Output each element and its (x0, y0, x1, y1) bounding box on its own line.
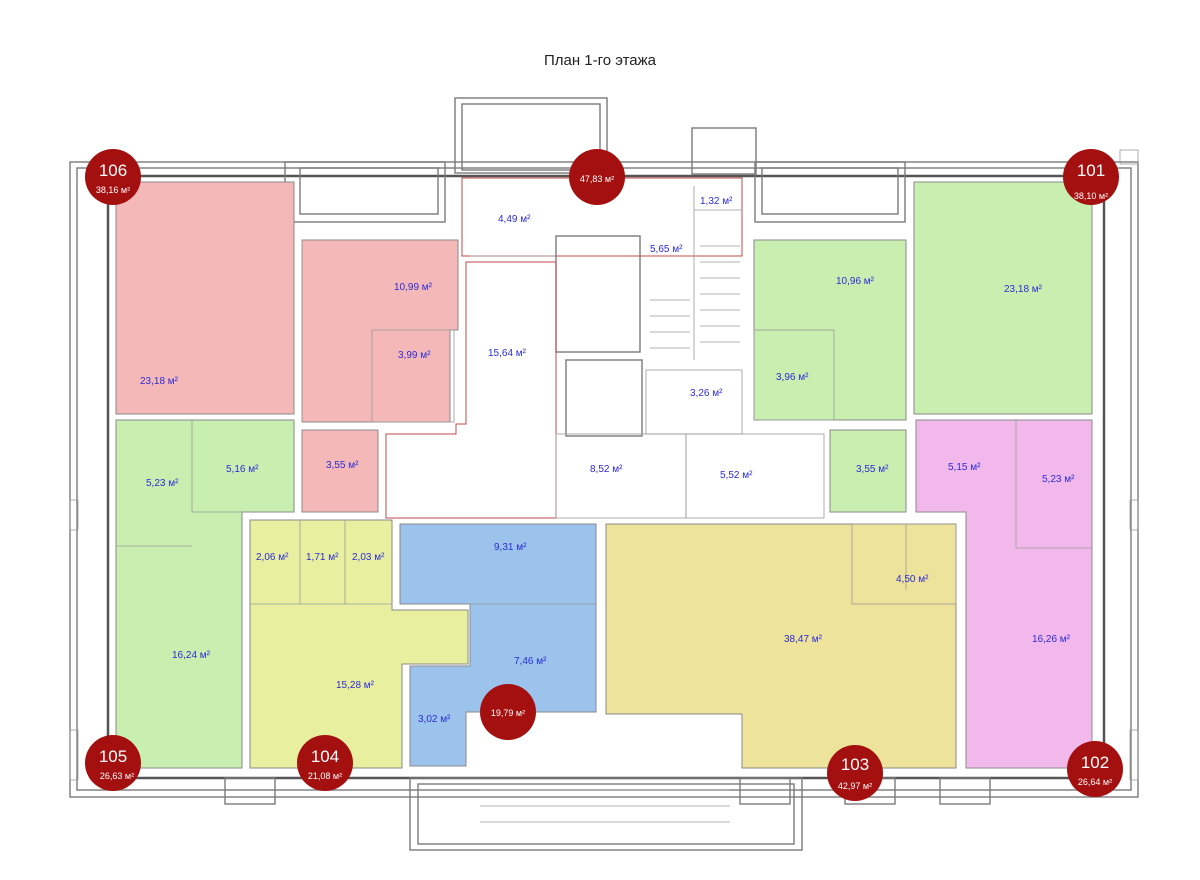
area-label: 5,23 м² (146, 478, 179, 489)
area-label: 3,96 м² (776, 372, 809, 383)
area-label: 23,18 м² (140, 376, 179, 387)
area-label: 5,15 м² (948, 462, 981, 473)
badge-circle (480, 684, 536, 740)
area-label: 4,50 м² (896, 574, 929, 585)
room-106-kitchen (301, 239, 459, 423)
badge-number: 102 (1081, 753, 1109, 772)
badge-number: 101 (1077, 161, 1105, 180)
area-label: 3,99 м² (398, 350, 431, 361)
area-label: 3,55 м² (326, 460, 359, 471)
area-label: 3,02 м² (418, 714, 451, 725)
badge-circle (1067, 741, 1123, 797)
room-103 (605, 523, 957, 769)
apartment-103 (605, 523, 957, 769)
badge-circle (85, 149, 141, 205)
badge-common: 47,83 м² (569, 149, 625, 205)
room-101-main (913, 181, 1093, 415)
area-label: 16,26 м² (1032, 634, 1071, 645)
badge-104: 104 21,08 м² (297, 735, 353, 791)
area-label: 10,99 м² (394, 282, 433, 293)
badge-area: 19,79 м² (491, 708, 525, 718)
badge-106: 106 38,16 м² (85, 149, 141, 205)
room-blue (399, 523, 597, 767)
area-label: 10,96 м² (836, 276, 875, 287)
badge-area: 38,10 м² (1074, 191, 1108, 201)
area-label: 9,31 м² (494, 542, 527, 553)
area-label: 5,16 м² (226, 464, 259, 475)
area-label: 4,49 м² (498, 214, 531, 225)
area-label: 5,23 м² (1042, 474, 1075, 485)
badge-number: 104 (311, 747, 339, 766)
badge-area: 42,97 м² (838, 781, 872, 791)
apartment-106 (115, 181, 459, 513)
area-label: 1,32 м² (700, 196, 733, 207)
badge-circle (1063, 149, 1119, 205)
badge-105: 105 26,63 м² (85, 735, 141, 791)
badge-area: 26,63 м² (100, 771, 134, 781)
area-label: 5,52 м² (720, 470, 753, 481)
area-label: 8,52 м² (590, 464, 623, 475)
room-106-main (115, 181, 295, 415)
badge-area: 47,83 м² (580, 174, 614, 184)
badge-number: 105 (99, 747, 127, 766)
central-common (385, 177, 825, 823)
area-label: 1,71 м² (306, 552, 339, 563)
apartment-102 (915, 419, 1093, 769)
area-label: 5,65 м² (650, 244, 683, 255)
area-label: 7,46 м² (514, 656, 547, 667)
badge-number: 103 (841, 755, 869, 774)
badge-area: 21,08 м² (308, 771, 342, 781)
apartment-badges: 106 38,16 м² 101 38,10 м² 47,83 м² 105 2… (85, 149, 1123, 801)
area-label: 16,24 м² (172, 650, 211, 661)
badge-103: 103 42,97 м² (827, 745, 883, 801)
apartment-101 (753, 181, 1093, 513)
area-label: 3,26 м² (690, 388, 723, 399)
badge-circle (297, 735, 353, 791)
area-label: 15,28 м² (336, 680, 375, 691)
area-label: 3,55 м² (856, 464, 889, 475)
area-label: 2,03 м² (352, 552, 385, 563)
badge-circle (569, 149, 625, 205)
badge-circle (827, 745, 883, 801)
room-102 (915, 419, 1093, 769)
room-106-hall (301, 429, 379, 513)
badge-number: 106 (99, 161, 127, 180)
area-label: 23,18 м² (1004, 284, 1043, 295)
staircase (480, 245, 740, 823)
badge-area: 26,64 м² (1078, 777, 1112, 787)
plan-title: План 1-го этажа (543, 52, 657, 69)
area-label: 38,47 м² (784, 634, 823, 645)
badge-center: 19,79 м² (480, 684, 536, 740)
area-label: 15,64 м² (488, 348, 527, 359)
blue-area (399, 523, 597, 767)
room-labels: 23,18 м² 10,99 м² 3,99 м² 3,55 м² 4,49 м… (140, 196, 1075, 725)
badge-circle (85, 735, 141, 791)
room-101-hall (829, 429, 907, 513)
badge-area: 38,16 м² (96, 185, 130, 195)
badge-102: 102 26,64 м² (1067, 741, 1123, 797)
badge-101: 101 38,10 м² (1063, 149, 1119, 205)
area-label: 2,06 м² (256, 552, 289, 563)
